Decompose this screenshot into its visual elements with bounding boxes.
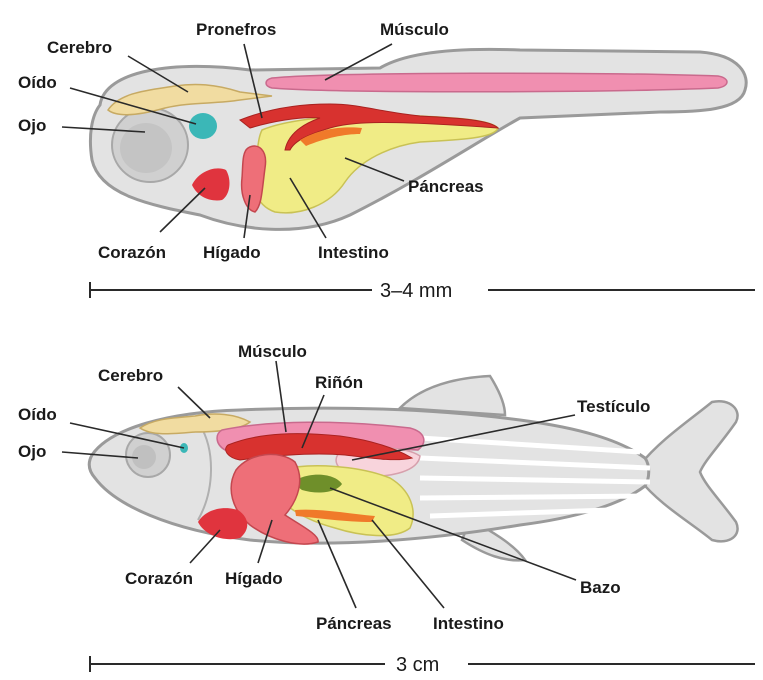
adult-label-rinon: Riñón (315, 373, 363, 392)
adult-label-musculo: Músculo (238, 342, 307, 361)
adult-scale-label: 3 cm (396, 654, 439, 676)
adult-label-corazon: Corazón (125, 569, 193, 588)
larva-ear (189, 113, 217, 139)
larva-label-ojo: Ojo (18, 116, 46, 135)
adult-label-oido: Oído (18, 405, 57, 424)
adult-label-bazo: Bazo (580, 578, 621, 597)
larva-label-pancreas: Páncreas (408, 177, 484, 196)
larva-scale-label: 3–4 mm (380, 280, 452, 302)
larva-illustration (90, 49, 746, 229)
adult-label-testiculo: Testículo (577, 397, 650, 416)
adult-label-intestino: Intestino (433, 614, 504, 633)
larva-label-intestino: Intestino (318, 243, 389, 262)
larva-label-cerebro: Cerebro (47, 38, 112, 57)
larva-label-musculo: Músculo (380, 20, 449, 39)
larva-label-pronefros: Pronefros (196, 20, 276, 39)
adult-eye-inner (132, 445, 156, 469)
adult-label-higado: Hígado (225, 569, 283, 588)
larva-muscle (266, 73, 727, 92)
adult-label-cerebro: Cerebro (98, 366, 163, 385)
adult-label-pancreas: Páncreas (316, 614, 392, 633)
adult-tail-fin (640, 401, 738, 541)
larva-label-higado: Hígado (203, 243, 261, 262)
adult-label-ojo: Ojo (18, 442, 46, 461)
larva-label-corazon: Corazón (98, 243, 166, 262)
larva-label-oido: Oído (18, 73, 57, 92)
